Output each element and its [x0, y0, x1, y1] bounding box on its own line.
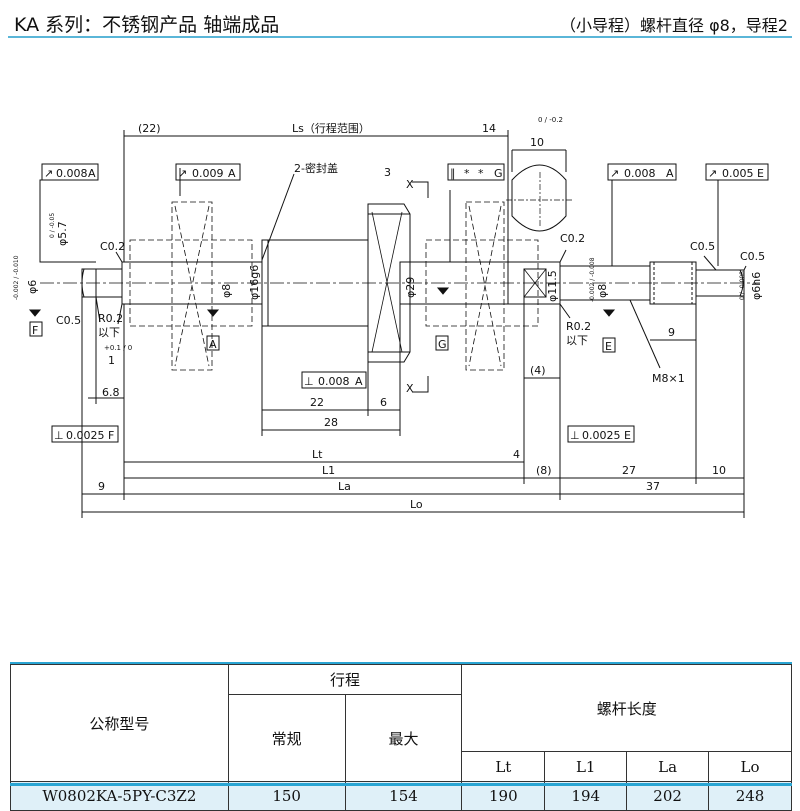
frame-3-ref: G [494, 167, 503, 180]
label-seal: 2-密封盖 [294, 161, 338, 175]
label-phi16: φ16g6 [248, 265, 261, 300]
frame-2-ref: A [228, 167, 236, 180]
label-c02b: C0.2 [560, 232, 585, 245]
frame-3-val2: * [478, 167, 484, 180]
frame-7-val: 0.0025 [66, 429, 105, 442]
col-lo-header: Lo [708, 751, 792, 782]
col-l1-header: L1 [544, 751, 628, 782]
frame-3-sym: ∥ [450, 167, 456, 180]
label-c05c: C0.5 [740, 250, 765, 263]
col-max-header: 最大 [344, 694, 463, 782]
label-r02b: R0.2 [566, 320, 591, 333]
label-phi6-tol: -0.002 / -0.010 [13, 255, 20, 300]
dim-9: 9 [98, 480, 105, 493]
spec-table: 公称型号 行程 螺杆长度 常规 最大 Lt L1 La Lo W0802KA-5… [10, 664, 792, 811]
label-c02a: C0.2 [100, 240, 125, 253]
page-title: KA 系列：不锈钢产品 轴端成品 [14, 14, 280, 36]
dim-22p: (22) [138, 122, 161, 135]
label-phi8b: φ8 [596, 284, 609, 298]
label-m8: M8×1 [652, 372, 685, 385]
dim-8p: (8) [536, 464, 552, 477]
title-rule [8, 36, 792, 38]
frame-8-ref: E [624, 429, 631, 442]
dim-10: 10 [530, 136, 544, 149]
frame-4-val: 0.008 [624, 167, 656, 180]
label-phi6h6-tol: 0 / -0.008 [739, 271, 746, 300]
label-x1: X [406, 178, 414, 191]
label-phi6: φ6 [26, 280, 39, 294]
dim-27: 27 [622, 464, 636, 477]
frame-6-ref: A [355, 375, 363, 388]
dim-lt: Lt [312, 448, 323, 461]
page-subtitle: （小导程）螺杆直径 φ8，导程2 [559, 16, 788, 35]
frame-6-val: 0.008 [318, 375, 350, 388]
frame-8-sym: ⊥ [570, 429, 580, 442]
col-model-header: 公称型号 [10, 664, 229, 782]
label-phi29: φ29 [404, 277, 417, 298]
label-r02: R0.2 [98, 312, 123, 325]
table-bottom-band [10, 783, 792, 786]
frame-5-sym: ↗ [708, 167, 717, 180]
label-tolp01: +0.1 / 0 [104, 344, 132, 352]
dim-6-8: 6.8 [102, 386, 120, 399]
datum-g: G [438, 338, 447, 351]
frame-2-val: 0.009 [192, 167, 224, 180]
datum-e: E [605, 340, 612, 353]
label-c05a: C0.5 [56, 314, 81, 327]
label-c05b: C0.5 [690, 240, 715, 253]
col-la-header: La [626, 751, 710, 782]
dim-6: 6 [380, 396, 387, 409]
col-lt-header: Lt [461, 751, 546, 782]
label-phi8: φ8 [220, 284, 233, 298]
dim-4p: (4) [530, 364, 546, 377]
frame-7-ref: F [108, 429, 114, 442]
table-top-band [10, 662, 792, 665]
dim-ls: Ls（行程范围） [292, 121, 370, 135]
label-yixia: 以下 [98, 326, 120, 339]
datum-a: A [209, 338, 217, 351]
dim-4: 4 [513, 448, 520, 461]
frame-1-ref: A [88, 167, 96, 180]
frame-1-sym: ↗ [44, 167, 53, 180]
frame-2-sym: ↗ [178, 167, 187, 180]
dim-lo: Lo [410, 498, 423, 511]
dim-9b: 9 [668, 326, 675, 339]
frame-8-val: 0.0025 [582, 429, 621, 442]
label-phi57: φ5.7 [56, 221, 69, 246]
dim-22: 22 [310, 396, 324, 409]
datum-f: F [32, 324, 38, 337]
label-phi8b-tol: -0.002 / -0.008 [589, 257, 596, 302]
dim-l1: L1 [322, 464, 335, 477]
dim-top02: 0 / -0.2 [538, 116, 563, 124]
frame-1-val: 0.008 [56, 167, 88, 180]
dim-la: La [338, 480, 351, 493]
col-normal-header: 常规 [227, 694, 346, 782]
dim-10b: 10 [712, 464, 726, 477]
col-stroke-header: 行程 [227, 664, 463, 695]
label-phi6h6: φ6h6 [750, 272, 763, 300]
col-length-header: 螺杆长度 [461, 664, 792, 752]
frame-4-sym: ↗ [610, 167, 619, 180]
label-yixiab: 以下 [566, 334, 588, 347]
label-phi57-tol: 0 / -0.05 [49, 213, 56, 238]
frame-7-sym: ⊥ [54, 429, 64, 442]
technical-drawing: (22) Ls（行程范围） 14 10 0 / -0.2 3 X X 22 6 … [13, 116, 769, 518]
dim-3: 3 [384, 166, 391, 179]
dim-28: 28 [324, 416, 338, 429]
dim-14: 14 [482, 122, 496, 135]
label-x2: X [406, 382, 414, 395]
frame-6-sym: ⊥ [304, 375, 314, 388]
frame-4-ref: A [666, 167, 674, 180]
frame-5-val: 0.005 [722, 167, 754, 180]
frame-5-ref: E [757, 167, 764, 180]
label-phi115: φ11.5 [546, 270, 559, 302]
frame-3-val: * [464, 167, 470, 180]
dim-1: 1 [108, 354, 115, 367]
dim-37: 37 [646, 480, 660, 493]
